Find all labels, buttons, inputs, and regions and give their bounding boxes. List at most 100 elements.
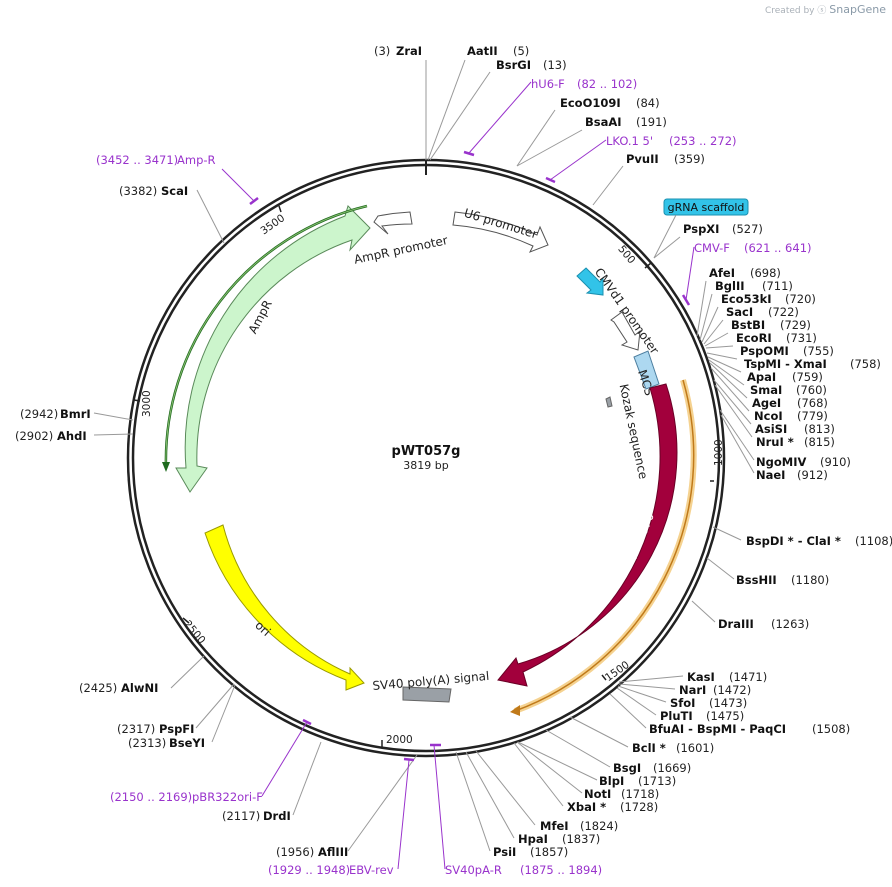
enzyme-leader-line	[513, 742, 564, 807]
tick-500-mark	[644, 262, 652, 269]
enzyme-leader-line	[195, 683, 235, 729]
enzyme-name: Eco53kI	[721, 292, 772, 306]
enzyme-pos: (760)	[796, 383, 827, 397]
primer-name: pBR322ori-F	[192, 790, 263, 804]
enzyme-pos: (912)	[797, 468, 828, 482]
enzyme-leader-line	[516, 129, 583, 167]
enzyme-pos: (1824)	[580, 819, 618, 833]
kozak-label: Kozak sequence	[617, 383, 651, 481]
primer-leader-line	[549, 139, 607, 181]
enzyme-leader-line	[427, 59, 466, 161]
enzyme-leader-line	[696, 280, 707, 337]
enzyme-name: BlpI	[599, 774, 624, 788]
enzyme-pos: (729)	[780, 318, 811, 332]
enzyme-leader-line	[618, 683, 676, 690]
enzyme-leader-line	[347, 754, 418, 852]
primer-range: (2150 .. 2169)	[110, 790, 192, 804]
enzyme-leader-line	[569, 716, 629, 748]
enzyme-leader-line	[170, 655, 205, 689]
enzyme-leader-line	[211, 684, 236, 743]
ampr-promoter-label: AmpR promoter	[353, 233, 449, 267]
enzyme-leader-line	[609, 693, 647, 729]
irfp-orf-arrowhead	[510, 705, 520, 716]
enzyme-name: AatII	[467, 44, 498, 58]
enzyme-name: ScaI	[161, 184, 188, 198]
enzyme-name: BspDI * - ClaI *	[746, 534, 841, 548]
enzyme-leader-line	[516, 741, 583, 794]
primer-name: EBV-rev	[349, 863, 394, 877]
enzyme-leader-line	[93, 433, 134, 436]
enzyme-pos: (711)	[762, 279, 793, 293]
enzyme-leader-line	[196, 189, 225, 244]
gRNA-leader-line	[653, 214, 677, 259]
enzyme-pos: (722)	[768, 305, 799, 319]
enzyme-leader-line	[292, 741, 322, 816]
enzyme-name: SmaI	[750, 383, 782, 397]
enzyme-leader-line	[707, 356, 742, 373]
enzyme-name: AgeI	[752, 396, 781, 410]
gRNA-scaffold-label: gRNA scaffold	[668, 201, 745, 214]
enzyme-pos: (698)	[750, 266, 781, 280]
enzyme-leader-line	[618, 675, 684, 683]
enzyme-name: AfeI	[709, 266, 735, 280]
enzyme-leader-line	[475, 750, 536, 826]
enzyme-leader-line	[701, 306, 719, 343]
enzyme-leader-line	[691, 600, 716, 623]
enzyme-pos: (191)	[636, 115, 667, 129]
enzyme-pos: (2313)	[128, 736, 166, 750]
enzyme-pos: (2425)	[79, 681, 117, 695]
enzyme-pos: (3)	[374, 44, 390, 58]
enzyme-pos: (1728)	[620, 800, 658, 814]
enzyme-name: SacI	[726, 305, 753, 319]
enzyme-pos: (755)	[803, 344, 834, 358]
gRNA-scaffold-badge	[663, 198, 749, 216]
enzyme-pos: (1108)	[855, 534, 892, 548]
enzyme-name: HpaI	[518, 832, 548, 846]
enzyme-pos: (813)	[804, 422, 835, 436]
enzyme-leader-line	[712, 526, 742, 541]
enzyme-leader-line	[720, 414, 755, 474]
plasmid-name: pWT057g	[392, 444, 461, 459]
tick-2000: 2000	[386, 734, 413, 746]
tick-1500-mark	[601, 674, 607, 681]
enzyme-pos: (1601)	[676, 741, 714, 755]
enzyme-name: AlwNI	[121, 681, 158, 695]
enzyme-pos: (815)	[804, 435, 835, 449]
enzyme-name: EcoO109I	[560, 96, 621, 110]
sv40-polya-feature	[402, 686, 452, 703]
primer-name: hU6-F	[531, 77, 565, 91]
enzyme-name: NgoMIV	[756, 455, 806, 469]
enzyme-name: KasI	[687, 670, 715, 684]
plasmid-length: 3819 bp	[403, 459, 448, 472]
enzyme-leader-line	[429, 71, 491, 161]
watermark-prefix: Created by	[764, 6, 815, 16]
tick-2500-mark	[182, 617, 190, 624]
enzyme-name: NcoI	[754, 409, 783, 423]
enzyme-name: BsgI	[613, 761, 641, 775]
enzyme-name: BssHII	[736, 573, 777, 587]
enzyme-name: SfoI	[670, 696, 695, 710]
gRNA-scaffold-feature	[576, 267, 604, 296]
enzyme-leader-line	[705, 345, 734, 349]
snapgene-watermark: Created by ⓢ SnapGene	[765, 3, 886, 16]
enzyme-name: PvuII	[626, 152, 659, 166]
enzyme-name: BsrGI	[496, 58, 531, 72]
enzyme-leader-line	[713, 379, 752, 425]
enzyme-leader-line	[706, 352, 738, 360]
tick-3000-mark	[133, 399, 141, 402]
tick-3000: 3000	[141, 390, 153, 417]
enzyme-pos: (5)	[513, 44, 529, 58]
enzyme-pos: (2942)	[20, 407, 58, 421]
leader-lines	[93, 59, 755, 852]
enzyme-name: EcoRI	[736, 331, 772, 345]
irfp670-feature	[497, 383, 678, 687]
enzyme-pos: (3382)	[119, 184, 157, 198]
enzyme-pos: (1508)	[812, 722, 850, 736]
enzyme-name: BfuAI - BspMI - PaqCI	[649, 722, 786, 736]
enzyme-name: NotI	[584, 787, 611, 801]
primer-name: Amp-R	[177, 153, 216, 167]
primer-leader-line	[261, 721, 308, 797]
enzyme-pos: (759)	[792, 370, 823, 384]
ampr-feature	[175, 205, 371, 493]
